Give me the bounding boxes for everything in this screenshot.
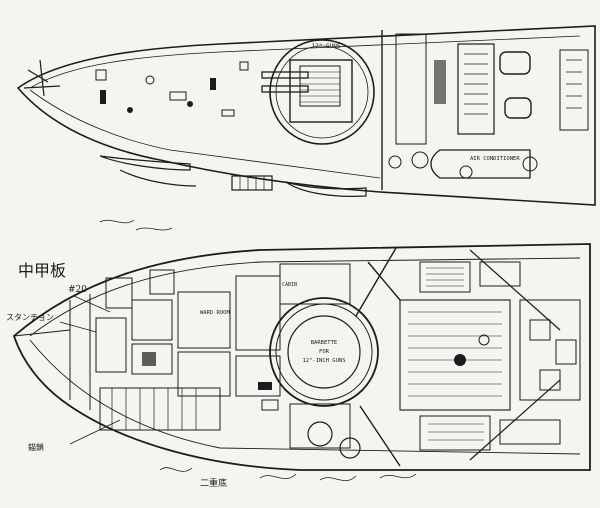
upper-bow-anchor xyxy=(23,59,61,97)
handwritten-scribble xyxy=(159,467,417,481)
lower-deck-plan: WARD ROOM CABIN BARBETTE FOR 12"-INCH GU… xyxy=(12,243,591,471)
sketch-note-left: 錨鎖 xyxy=(28,442,44,452)
upper-turret-label: 12" GUNS xyxy=(312,43,341,50)
barbette-label-line2: FOR xyxy=(319,349,330,355)
barbette-label-line1: BARBETTE xyxy=(311,340,338,346)
lower-room-label: WARD ROOM xyxy=(200,310,230,316)
upper-forward-turret xyxy=(269,39,375,145)
upper-stern-label: AIR CONDITIONER xyxy=(470,156,520,162)
barbette-label-line3: 12"-INCH GUNS xyxy=(302,358,345,364)
sketch-note-bottom: 二重底 xyxy=(200,477,227,489)
deck-name-handwritten: 中甲板 xyxy=(18,261,66,280)
upper-hull-inner-line-lower xyxy=(29,89,381,179)
upper-deck-fittings xyxy=(95,61,249,117)
annotation-leader-line xyxy=(69,419,121,445)
annotation-leader-line xyxy=(59,321,97,333)
lower-compartment-label: CABIN xyxy=(282,282,297,288)
lower-compartments xyxy=(95,263,351,449)
lower-bow-stem xyxy=(13,294,91,410)
upper-deck-plan: 12" GUNS AIR CONDITIONER xyxy=(16,25,596,206)
upper-turret-gun-barrels xyxy=(261,71,309,93)
lower-hull-inner-line xyxy=(29,257,581,337)
lower-machinery xyxy=(399,261,581,451)
lower-aft-fittings xyxy=(261,399,361,459)
upper-hull-inner-line xyxy=(29,35,581,89)
lower-barbette xyxy=(269,297,379,407)
handwritten-annotations: 中甲板 #20 スタンチョン 錨鎖 二重底 xyxy=(6,219,417,489)
upper-stern-structure xyxy=(430,149,538,179)
upper-hull-outline xyxy=(16,25,596,206)
annotation-leader-line xyxy=(73,295,111,313)
upper-superstructure xyxy=(381,30,589,190)
frame-number-note: #20 xyxy=(68,285,87,295)
upper-boats xyxy=(99,155,367,197)
lower-hull-outline xyxy=(12,243,591,471)
bow-note: スタンチョン xyxy=(6,313,54,322)
handwritten-scribble xyxy=(99,219,173,231)
